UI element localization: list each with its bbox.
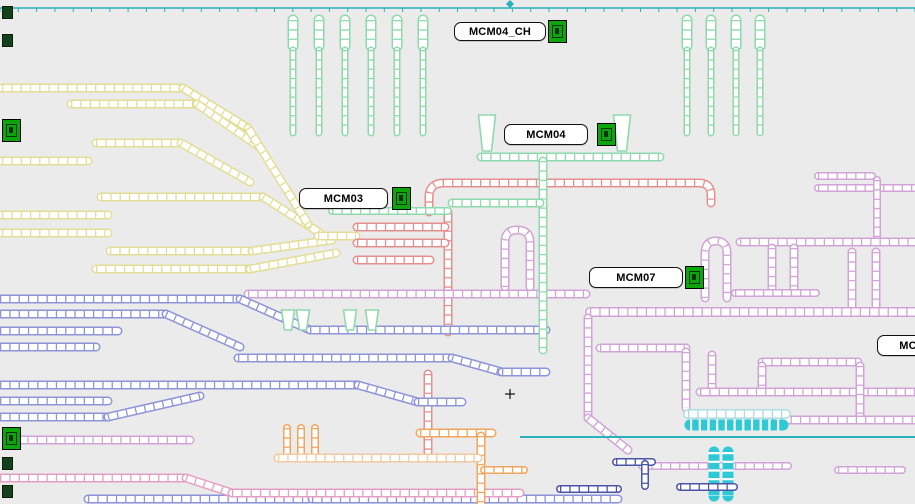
conveyor-segment bbox=[424, 178, 716, 217]
conveyor-segment bbox=[700, 236, 732, 303]
conveyor-segment bbox=[364, 309, 380, 331]
gauge-icon bbox=[552, 25, 563, 38]
conveyor-segment bbox=[342, 309, 358, 331]
conveyor-segment bbox=[477, 114, 497, 152]
conveyor-segment bbox=[176, 138, 255, 187]
edge-marker bbox=[2, 485, 13, 498]
conveyor-segment bbox=[353, 380, 423, 407]
edge-marker bbox=[2, 34, 13, 47]
edge-marker bbox=[2, 6, 13, 19]
conveyor-segment bbox=[447, 353, 507, 377]
status-indicator[interactable] bbox=[2, 119, 21, 142]
conveyor-segment bbox=[612, 114, 632, 152]
gauge-icon bbox=[689, 271, 700, 284]
gauge-icon bbox=[6, 432, 17, 445]
gauge-icon bbox=[396, 192, 407, 205]
equipment-label-mcm04_ch[interactable]: MCM04_CH bbox=[454, 22, 546, 41]
conveyor-segment bbox=[295, 309, 311, 331]
conveyor-segment bbox=[245, 248, 341, 274]
equipment-label-mcm07[interactable]: MCM07 bbox=[589, 267, 683, 288]
conveyor-segment bbox=[178, 83, 253, 133]
conveyor-segment bbox=[161, 309, 245, 352]
conveyor-segment bbox=[181, 473, 237, 498]
equipment-label-mcm03[interactable]: MCM03 bbox=[299, 188, 388, 209]
equipment-label-mcm_right[interactable]: MC bbox=[877, 335, 915, 356]
conveyor-segment bbox=[583, 413, 633, 455]
status-indicator[interactable] bbox=[597, 123, 616, 146]
ruler bbox=[0, 0, 915, 12]
status-indicator[interactable] bbox=[548, 20, 567, 43]
edge-marker bbox=[2, 457, 13, 470]
gauge-icon bbox=[601, 128, 612, 141]
status-indicator[interactable] bbox=[685, 266, 704, 289]
status-indicator[interactable] bbox=[2, 427, 21, 450]
conveyor-segment bbox=[500, 225, 535, 292]
gauge-icon bbox=[6, 124, 17, 137]
ruler-handle[interactable] bbox=[506, 0, 514, 8]
crosshair-cursor bbox=[505, 389, 515, 399]
equipment-label-mcm04[interactable]: MCM04 bbox=[504, 124, 588, 145]
conveyor-segment bbox=[247, 235, 337, 256]
status-indicator[interactable] bbox=[392, 187, 411, 210]
conveyor-segment bbox=[103, 391, 205, 422]
conveyor-segment bbox=[243, 123, 313, 229]
conveyor-segment bbox=[192, 99, 263, 151]
conveyor-segment bbox=[280, 309, 296, 331]
